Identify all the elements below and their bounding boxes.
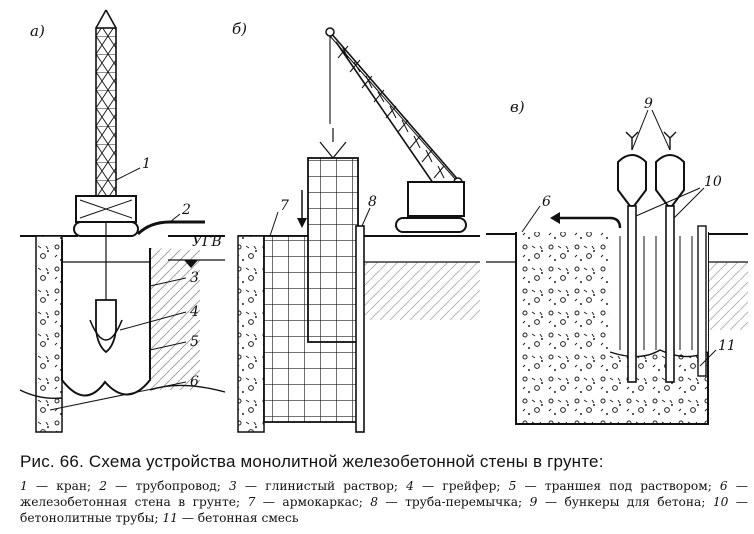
- crawler-crane-cab: [407, 181, 465, 217]
- legend-num-6: 6: [719, 479, 728, 493]
- grab-a: [95, 299, 117, 354]
- figure-legend: 1 — кран; 2 — трубопровод; 3 — глинистый…: [20, 478, 748, 526]
- legend-text-6: — железобетонная стена в грунте;: [20, 479, 748, 509]
- panel-b-label: б): [232, 20, 247, 38]
- callout-7: 7: [280, 198, 289, 214]
- figure-caption: Рис. 66. Схема устройства монолитной жел…: [20, 452, 604, 471]
- pipeline-a: [136, 220, 205, 236]
- wall-construction-diagram: а) УГВ 1 2: [19, 9, 748, 433]
- legend-num-1: 1: [20, 479, 28, 493]
- trench-a: [61, 240, 151, 397]
- legend-num-5: 5: [508, 479, 517, 493]
- panel-a: а) УГВ 1 2: [19, 9, 226, 433]
- callout-3: 3: [190, 270, 199, 286]
- legend-num-8: 8: [370, 495, 379, 509]
- legend-num-7: 7: [247, 495, 256, 509]
- panel-b: б) 7 8: [232, 20, 480, 433]
- concrete-wall-a: [35, 235, 63, 433]
- pipeline-c: [560, 216, 622, 229]
- crawler-crane-tracks: [395, 217, 467, 233]
- legend-text-1: — кран;: [27, 479, 100, 493]
- stop-end-pipe: [355, 225, 365, 433]
- legend-text-5: — траншея под раствором;: [516, 479, 720, 493]
- ugv-marker: [184, 260, 198, 268]
- legend-text-7: — армокаркас;: [255, 495, 371, 509]
- legend-num-4: 4: [406, 479, 414, 493]
- legend-text-2: — трубопровод;: [107, 479, 230, 493]
- legend-text-11: — бетонная смесь: [177, 511, 299, 525]
- crane-mast-a: [95, 27, 117, 199]
- callout-1: 1: [142, 156, 151, 172]
- ugv-label: УГВ: [192, 234, 222, 250]
- callout-8: 8: [368, 194, 377, 210]
- concrete-wall-b: [237, 235, 265, 433]
- callout-10: 10: [704, 174, 722, 190]
- callout-5: 5: [190, 334, 199, 350]
- legend-num-2: 2: [99, 479, 108, 493]
- callout-4: 4: [189, 304, 199, 320]
- panel-c-label: в): [510, 98, 525, 116]
- concrete-hopper-left: [617, 131, 647, 383]
- callout-2: 2: [181, 202, 191, 218]
- callout-6: 6: [190, 374, 199, 390]
- panel-a-label: а): [30, 22, 45, 40]
- legend-num-3: 3: [229, 479, 237, 493]
- callout-9: 9: [644, 96, 653, 112]
- legend-num-11: 11: [162, 511, 178, 525]
- callout-11: 11: [718, 338, 736, 354]
- legend-text-9: — бункеры для бетона;: [537, 495, 713, 509]
- legend-text-3: — глинистый раствор;: [236, 479, 407, 493]
- legend-num-9: 9: [529, 495, 538, 509]
- legend-text-10: — бетонолитные трубы;: [20, 495, 748, 525]
- legend-text-8: — труба-перемычка;: [378, 495, 530, 509]
- concrete-hopper-right: [655, 131, 685, 383]
- rebar-cage-lifted: [307, 157, 359, 343]
- legend-text-4: — грейфер;: [413, 479, 509, 493]
- callout-6-c: 6: [542, 194, 551, 210]
- legend-num-10: 10: [712, 495, 729, 509]
- panel-c: в) 9 10 11: [486, 96, 748, 425]
